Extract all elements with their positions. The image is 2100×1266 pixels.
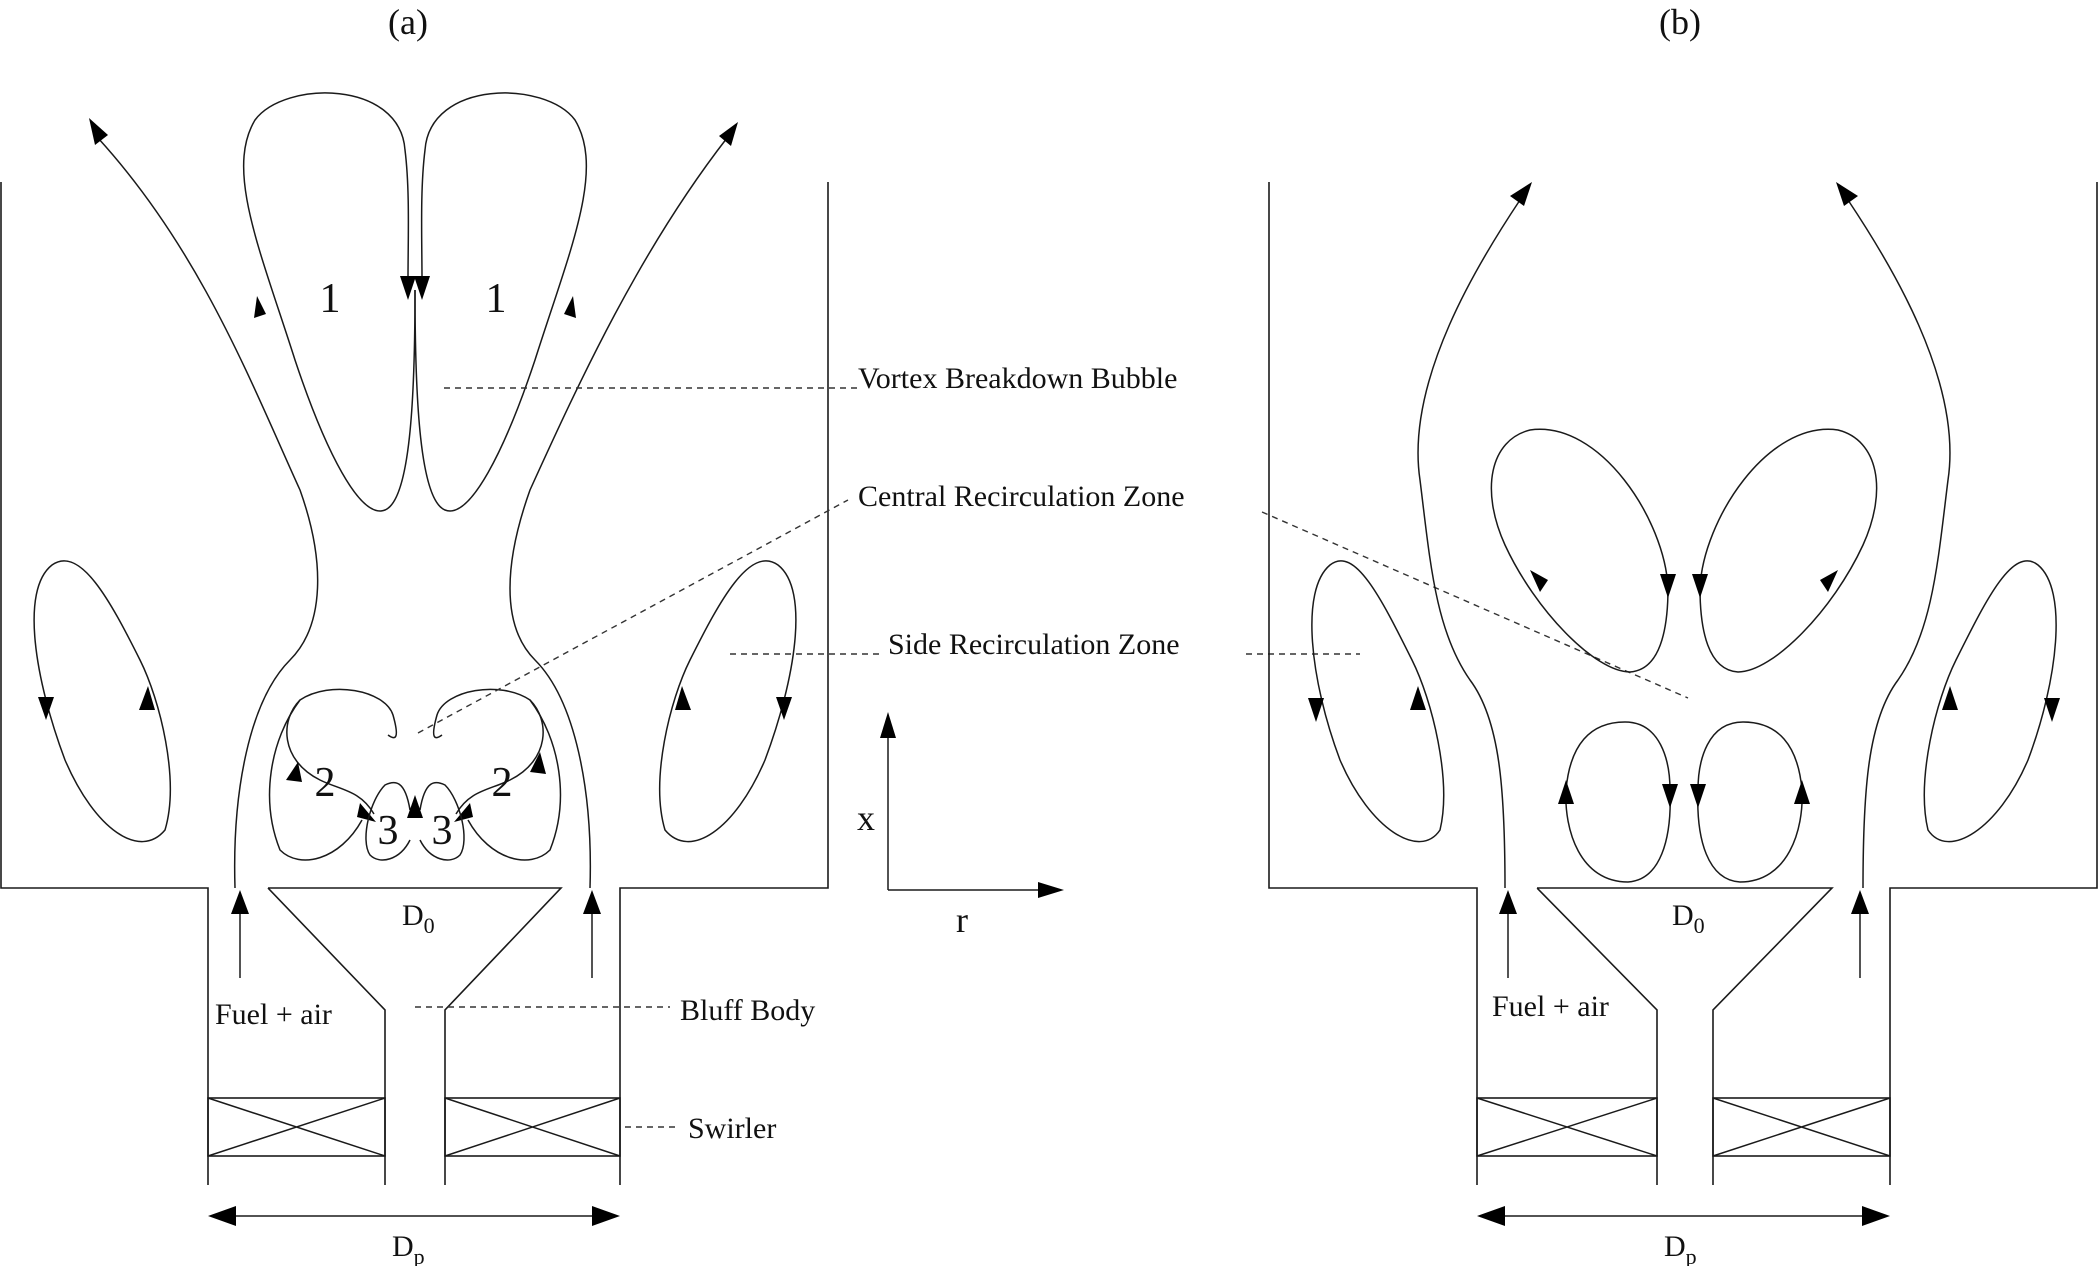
panel-b-side-loop-right-arrowhead-down: [2044, 698, 2060, 722]
panel-a-vortex-loop-left: [242, 92, 416, 512]
panel-b-inlet-arrow-left: [1499, 890, 1517, 978]
x-axis-label: x: [857, 798, 875, 838]
panel-a-inlet-arrow-right: [583, 890, 601, 978]
panel-b-dp-label: Dp: [1664, 1230, 1697, 1266]
panel-b-lower-loop-right-arrowhead-down: [1690, 784, 1706, 808]
panel-a-small-loop-left: [365, 781, 411, 861]
zone-3-right-number: 3: [432, 808, 453, 854]
panel-a-crz-loop-right-arrowhead-in: [454, 803, 473, 822]
panel-a-crz-loop-left: [286, 688, 398, 815]
panel-a-crz-loop-right-arrowhead: [530, 752, 546, 774]
panel-b-chamber-wall: [1268, 182, 2098, 1185]
panel-b-side-loop-left-arrowhead-up: [1410, 686, 1426, 710]
panel-a-chamber-wall: [0, 182, 829, 1185]
panel-a-vortex-loop-left-arrowhead: [400, 276, 416, 300]
panel-b-label: (b): [1659, 2, 1701, 42]
panel-b-lower-loop-right-arrowhead-up: [1794, 780, 1810, 804]
swirler-label: Swirler: [688, 1112, 776, 1145]
panel-a-inlet-arrow-left: [231, 890, 249, 978]
panel-b-lower-loop-left-arrowhead-up: [1558, 780, 1574, 804]
panel-a-side-loop-left: [33, 560, 171, 843]
panel-b: (b): [1246, 2, 2098, 1266]
panel-a-crz-loop-right-lower: [467, 699, 562, 861]
panel-b-swirler-left: [1476, 1097, 1658, 1157]
panel-b-d0-label: D0: [1672, 899, 1705, 938]
annotation-labels: Vortex Breakdown Bubble Central Recircul…: [680, 362, 1185, 1145]
side-recirculation-zone-label: Side Recirculation Zone: [888, 628, 1180, 661]
panel-a-side-loop-right: [659, 560, 797, 843]
zone-2-right-number: 2: [492, 760, 513, 806]
panel-a-streamline-left: [97, 137, 319, 889]
panel-a-fuel-air-label: Fuel + air: [215, 998, 332, 1031]
panel-a-crz-loop-left-lower: [268, 699, 363, 861]
panel-a-vortex-loop-right-arrowhead: [414, 276, 430, 300]
panel-b-upper-loop-left: [1490, 428, 1669, 673]
panel-a-streamline-right-arrowhead: [719, 122, 738, 146]
panel-a-vortex-loop-right-upflow-arrowhead: [564, 296, 576, 318]
panel-b-bluff-body: [1536, 887, 1834, 1185]
panel-a-swirler-right: [444, 1097, 621, 1157]
zone-1-right-number: 1: [486, 276, 507, 322]
panel-b-streamline-right: [1847, 199, 1951, 889]
panel-b-lower-loop-left-arrowhead-down: [1662, 784, 1678, 808]
zone-1-left-number: 1: [320, 276, 341, 322]
panel-b-streamline-left-arrowhead: [1510, 182, 1532, 206]
panel-b-lower-loop-left: [1565, 721, 1671, 883]
r-axis-label: r: [956, 900, 968, 940]
panel-a-side-loop-left-arrowhead-up: [139, 686, 155, 710]
panel-a-side-loop-right-arrowhead-up: [675, 686, 691, 710]
zone-3-left-number: 3: [378, 808, 399, 854]
panel-a-label: (a): [388, 2, 428, 42]
panel-b-side-loop-left-arrowhead-down: [1308, 698, 1324, 722]
central-recirculation-zone-label: Central Recirculation Zone: [858, 480, 1185, 513]
panel-a-crz-loop-left-arrowhead-in: [357, 803, 376, 822]
panel-b-side-loop-left: [1311, 560, 1445, 843]
panel-b-side-loop-right-arrowhead-up: [1942, 686, 1958, 710]
panel-a-vortex-loop-right: [414, 92, 588, 512]
panel-b-upper-loop-right-arrowhead: [1692, 574, 1708, 598]
panel-b-side-loop-right: [1923, 560, 2057, 843]
r-axis-arrowhead: [1038, 882, 1064, 898]
panel-b-inlet-arrow-right: [1851, 890, 1869, 978]
panel-a-streamline-left-arrowhead: [89, 118, 108, 145]
panel-b-dp-dimension-arrow: [1477, 1206, 1890, 1226]
panel-a-d0-label: D0: [402, 899, 435, 938]
panel-a-streamline-right: [509, 137, 728, 889]
panel-b-streamline-right-arrowhead: [1836, 182, 1858, 206]
panel-a-vortex-loop-left-upflow-arrowhead: [254, 296, 266, 318]
panel-a-side-loop-right-arrowhead-down: [776, 697, 792, 720]
panel-b-upper-loop-left-arrowhead: [1660, 574, 1676, 598]
panel-a-side-loop-left-arrowhead-down: [38, 697, 54, 720]
panel-a: (a): [0, 2, 880, 1266]
panel-a-bluff-body: [267, 887, 563, 1185]
panel-b-upper-loop-left-upflow-arrowhead: [1530, 570, 1548, 592]
panel-b-streamline-left: [1417, 199, 1521, 889]
coordinate-axes: x r: [857, 712, 1064, 940]
panel-b-upper-loop-right: [1699, 428, 1878, 673]
panel-b-upper-loop-right-upflow-arrowhead: [1820, 570, 1838, 592]
x-axis-arrowhead: [880, 712, 896, 738]
panel-b-fuel-air-label: Fuel + air: [1492, 990, 1609, 1023]
leader-central-recirculation-zone-a: [417, 499, 849, 734]
zone-2-left-number: 2: [315, 760, 336, 806]
bluff-body-label: Bluff Body: [680, 994, 815, 1027]
panel-a-small-loop-right: [419, 781, 465, 861]
vortex-breakdown-bubble-label: Vortex Breakdown Bubble: [858, 362, 1177, 395]
panel-a-dp-dimension-arrow: [208, 1206, 620, 1226]
panel-a-crz-loop-left-arrowhead: [286, 762, 302, 782]
panel-a-crz-loop-right: [432, 688, 544, 815]
panel-a-small-loop-center-arrowhead: [407, 795, 423, 818]
leader-central-recirculation-zone-b: [1261, 511, 1689, 699]
panel-a-dp-label: Dp: [392, 1230, 425, 1266]
panel-b-swirler-right: [1712, 1097, 1891, 1157]
panel-a-swirler-left: [207, 1097, 386, 1157]
panel-b-lower-loop-right: [1697, 721, 1803, 883]
